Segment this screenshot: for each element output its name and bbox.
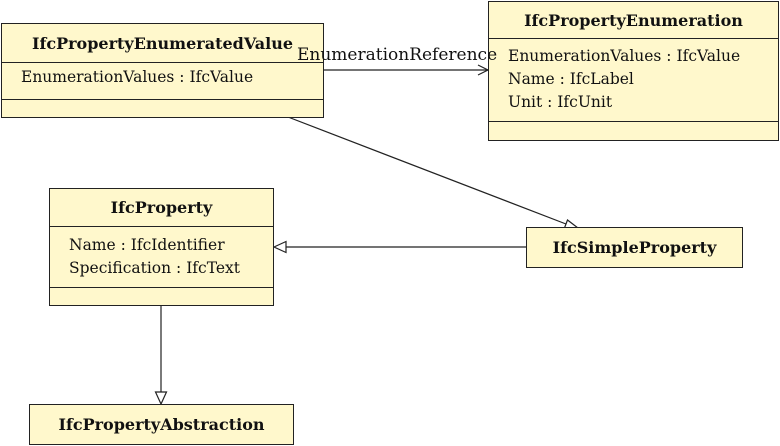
generalization-property-to-abstraction — [154, 305, 168, 406]
class-name: IfcPropertyAbstraction — [58, 415, 265, 434]
class-ifc-property-enumerated-value[interactable]: IfcPropertyEnumeratedValue EnumerationVa… — [1, 23, 324, 118]
class-name: IfcSimpleProperty — [552, 238, 717, 257]
class-attributes: EnumerationValues : IfcValue Name : IfcL… — [489, 39, 778, 122]
attribute: EnumerationValues : IfcValue — [21, 68, 254, 86]
attribute: EnumerationValues : IfcValue — [508, 47, 741, 65]
attribute: Name : IfcLabel — [508, 70, 634, 88]
class-ifc-property[interactable]: IfcProperty Name : IfcIdentifier Specifi… — [49, 188, 274, 306]
class-name: IfcPropertyEnumeration — [489, 2, 778, 39]
class-attributes: Name : IfcIdentifier Specification : Ifc… — [50, 227, 273, 288]
relation-label-enumeration-reference: EnumerationReference — [297, 45, 498, 65]
generalization-simple-to-property — [272, 240, 526, 254]
attribute: Name : IfcIdentifier — [69, 236, 225, 254]
class-ifc-property-abstraction[interactable]: IfcPropertyAbstraction — [29, 404, 294, 445]
class-name: IfcProperty — [50, 189, 273, 227]
attribute: Unit : IfcUnit — [508, 93, 613, 111]
class-ifc-property-enumeration[interactable]: IfcPropertyEnumeration EnumerationValues… — [488, 1, 779, 141]
association-enumeration-reference — [323, 64, 490, 76]
class-ifc-simple-property[interactable]: IfcSimpleProperty — [526, 227, 743, 268]
class-attributes: EnumerationValues : IfcValue — [2, 63, 323, 100]
class-name: IfcPropertyEnumeratedValue — [2, 24, 323, 63]
attribute: Specification : IfcText — [69, 259, 241, 277]
